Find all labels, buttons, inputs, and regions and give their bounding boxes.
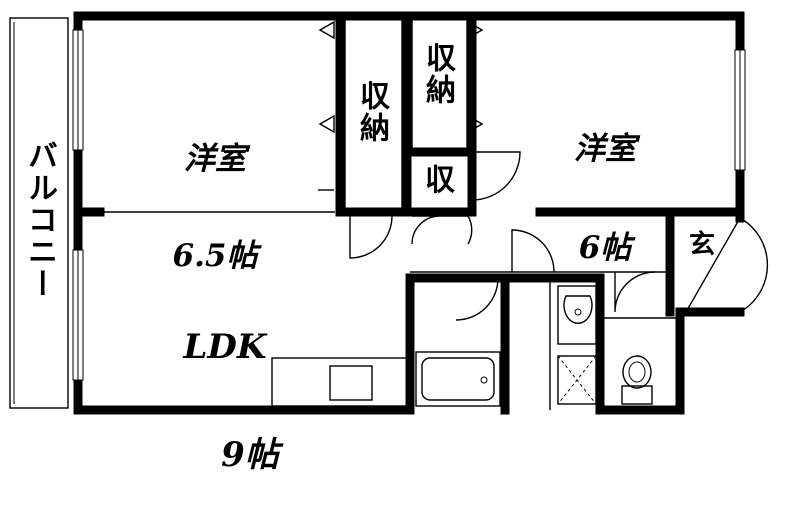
- interior-walls: [73, 15, 745, 415]
- western-room-2-name: 洋室: [574, 131, 636, 167]
- washing-machine-space: [557, 355, 597, 405]
- thin-partitions: [100, 20, 680, 410]
- western-room-2-label: 洋室 6帖: [545, 72, 665, 295]
- windows: [72, 29, 746, 381]
- ldk-size: 9帖: [221, 435, 279, 475]
- toilet: [621, 355, 653, 405]
- small-storage-label: 収: [425, 163, 455, 198]
- closet-2-label: 収納: [420, 42, 455, 106]
- closet-door-markers: [318, 20, 484, 191]
- western-room-2-size: 6帖: [578, 230, 632, 266]
- washbasin: [557, 285, 597, 345]
- closet-1-label: 収納: [354, 80, 389, 144]
- floor-plan: [9, 11, 769, 415]
- kitchen-counter: [271, 357, 409, 407]
- doors: [349, 151, 769, 321]
- balcony-label: バルコニー: [22, 140, 57, 300]
- bathtub: [415, 351, 501, 407]
- western-room-1-name: 洋室: [184, 141, 246, 177]
- balcony: [9, 17, 69, 409]
- ldk-label: LDK 9帖: [150, 262, 300, 506]
- ldk-name: LDK: [183, 327, 267, 367]
- western-room-1-label: 洋室 6.5帖: [150, 82, 280, 303]
- entrance-label: 玄: [688, 230, 715, 260]
- western-room-1-size: 6.5帖: [172, 238, 258, 274]
